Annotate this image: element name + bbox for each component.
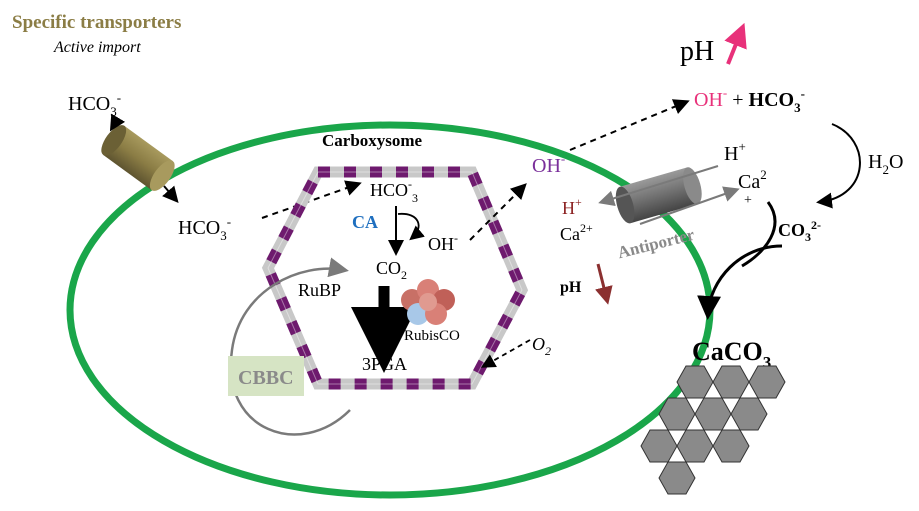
calvin-cycle-arrow [229,257,351,436]
rubisco-label: RubisCO [404,328,460,344]
ph-down-arrow [595,263,613,305]
pga-label: 3PGA [362,354,407,374]
ca-outside-label: Ca2 [738,167,767,193]
oh-cell-label: OH- [532,151,565,177]
ca-oh-release-arrow [397,213,425,241]
o2-label: O2 [532,334,551,358]
bicarbonate-transporter [101,125,175,191]
ca-inside-label: Ca2+ [560,221,593,244]
h2o-reaction-arrow [816,123,861,209]
cbbc-label: CBBC [238,367,294,389]
ph-up-label: pH [680,36,714,67]
ph-down-label: pH [560,279,582,296]
ca-to-caco3-arrow [741,201,777,268]
rubp-label: RuBP [298,280,341,300]
hco3-inside-label: HCO3- [178,214,231,243]
hco3-carboxysome-label: HCO-3 [370,177,418,205]
equation-outside: OH- + HCO3- [694,85,805,115]
h2o-label: H2O [868,151,903,177]
antiporter-ca-out-arrow [639,186,740,225]
oh-to-outside-arrow [569,99,690,151]
co3-label: CO32- [778,218,821,244]
antiporter-label: Antiporter [616,225,697,263]
co3-to-caco3-arrow [697,244,783,320]
h-plus-outside-label: H+ [724,139,746,165]
hco3-to-carboxysome-arrow [261,180,362,219]
carboxysome-title: Carboxysome [322,131,423,150]
carbonic-anhydrase-label: CA [352,212,378,232]
header-subtitle: Active import [53,39,141,56]
hco3-outside-label: HCO3- [68,90,121,119]
import-arrow-inner [162,185,179,204]
co2-label: CO2 [376,258,407,282]
oh-carboxysome-label: OH- [428,231,458,254]
caco3-crystals [640,365,786,495]
ph-up-arrow [724,22,747,65]
rubisco-icon [401,279,455,325]
caco3-label: CaCO3 [692,337,771,372]
import-arrow [109,113,126,132]
antiporter-h-in-arrow [598,165,719,207]
cbbc-box [228,356,304,396]
oh-export-arrow [469,183,527,241]
h-plus-inside-label: H+ [562,195,582,218]
carboxysome [261,166,529,390]
header-title: Specific transporters [12,12,181,33]
ca-outside-plus: + [744,193,752,208]
